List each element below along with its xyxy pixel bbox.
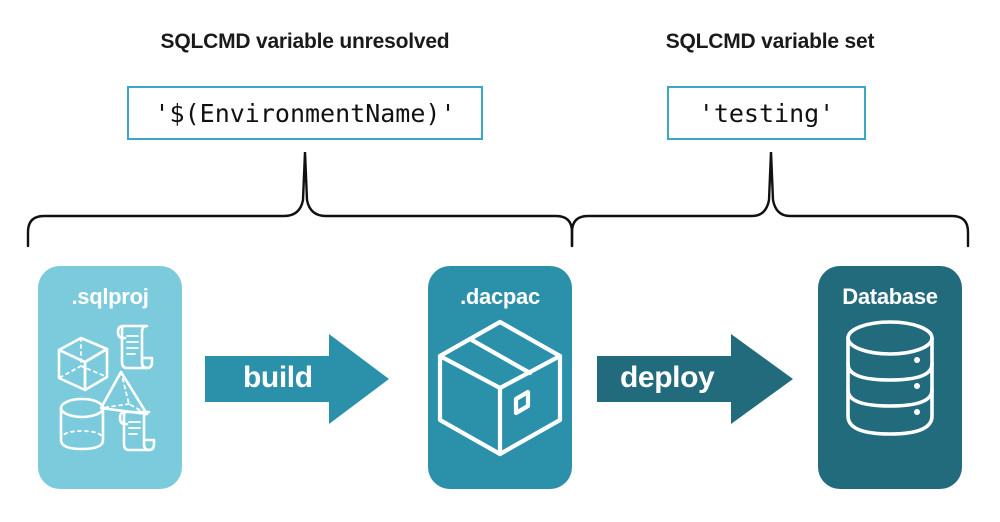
brace-right-icon (570, 151, 970, 248)
arrow-build (205, 334, 390, 429)
brace-right (570, 148, 970, 253)
arrow-right-icon (205, 334, 389, 424)
arrow-deploy-label: deploy (620, 361, 715, 394)
section-title-left: SQLCMD variable unresolved (160, 30, 450, 53)
stage-label-database: Database (842, 284, 938, 309)
sql-project-shapes-icon (51, 316, 169, 461)
package-box-icon (434, 316, 566, 463)
stage-box-sqlproj[interactable]: .sqlproj (38, 266, 182, 489)
brace-left-icon (26, 151, 574, 248)
section-title-right: SQLCMD variable set (665, 30, 875, 53)
code-box-unresolved-variable: '$(EnvironmentName)' (127, 86, 483, 140)
arrow-deploy (597, 334, 794, 429)
stage-label-sqlproj: .sqlproj (71, 284, 149, 309)
brace-left (26, 148, 574, 253)
database-cylinder-icon (834, 316, 946, 451)
arrow-right-icon (597, 334, 793, 424)
code-box-resolved-variable: 'testing' (667, 86, 866, 140)
stage-label-dacpac: .dacpac (460, 284, 540, 309)
stage-box-database[interactable]: Database (818, 266, 962, 489)
arrow-build-label: build (243, 361, 313, 394)
stage-box-dacpac[interactable]: .dacpac (428, 266, 572, 489)
